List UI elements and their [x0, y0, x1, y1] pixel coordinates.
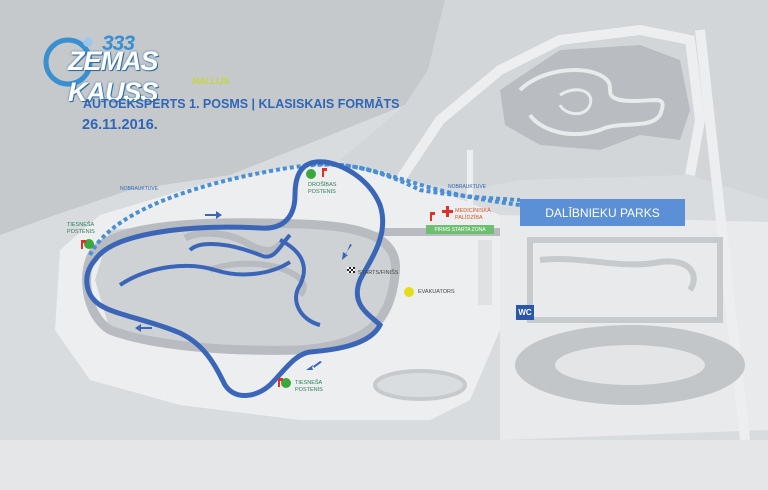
evacuator-label: EVAKUATORS: [418, 289, 455, 295]
judge-post-bottom-marker: [281, 378, 291, 388]
direction-arrow-icon: [135, 211, 352, 370]
wc-icon: WC: [516, 305, 534, 320]
start-zone-label: PIRMS STARTA ZONA: [426, 225, 494, 234]
red-flag-icon: [81, 168, 435, 387]
checkered-flag-icon: [347, 267, 355, 273]
judge-post-left-marker: [84, 239, 94, 249]
exit-right-label: NOBRAUKTUVE: [448, 184, 487, 190]
logo-number: 333: [102, 32, 135, 55]
start-finish-label: STARTS/FINIŠS: [358, 270, 399, 276]
medical-cross-icon: [442, 206, 453, 217]
parking-area-label: DALĪBNIEKU PARKS: [520, 199, 685, 226]
evacuator-marker: [404, 287, 414, 297]
event-title: AUTOEKSPERTS 1. POSMS | KLASISKAIS FORMĀ…: [83, 97, 400, 111]
logo-sub: RALLIJS: [192, 76, 230, 86]
event-logo: 333 ZEMAS KAUSS RALLIJS: [40, 32, 240, 107]
logo-name: ZEMAS KAUSS: [68, 46, 159, 107]
event-date: 26.11.2016.: [82, 117, 158, 133]
safety-post-marker: [306, 169, 316, 179]
exit-left-label: NOBRAUKTUVE: [120, 186, 159, 192]
